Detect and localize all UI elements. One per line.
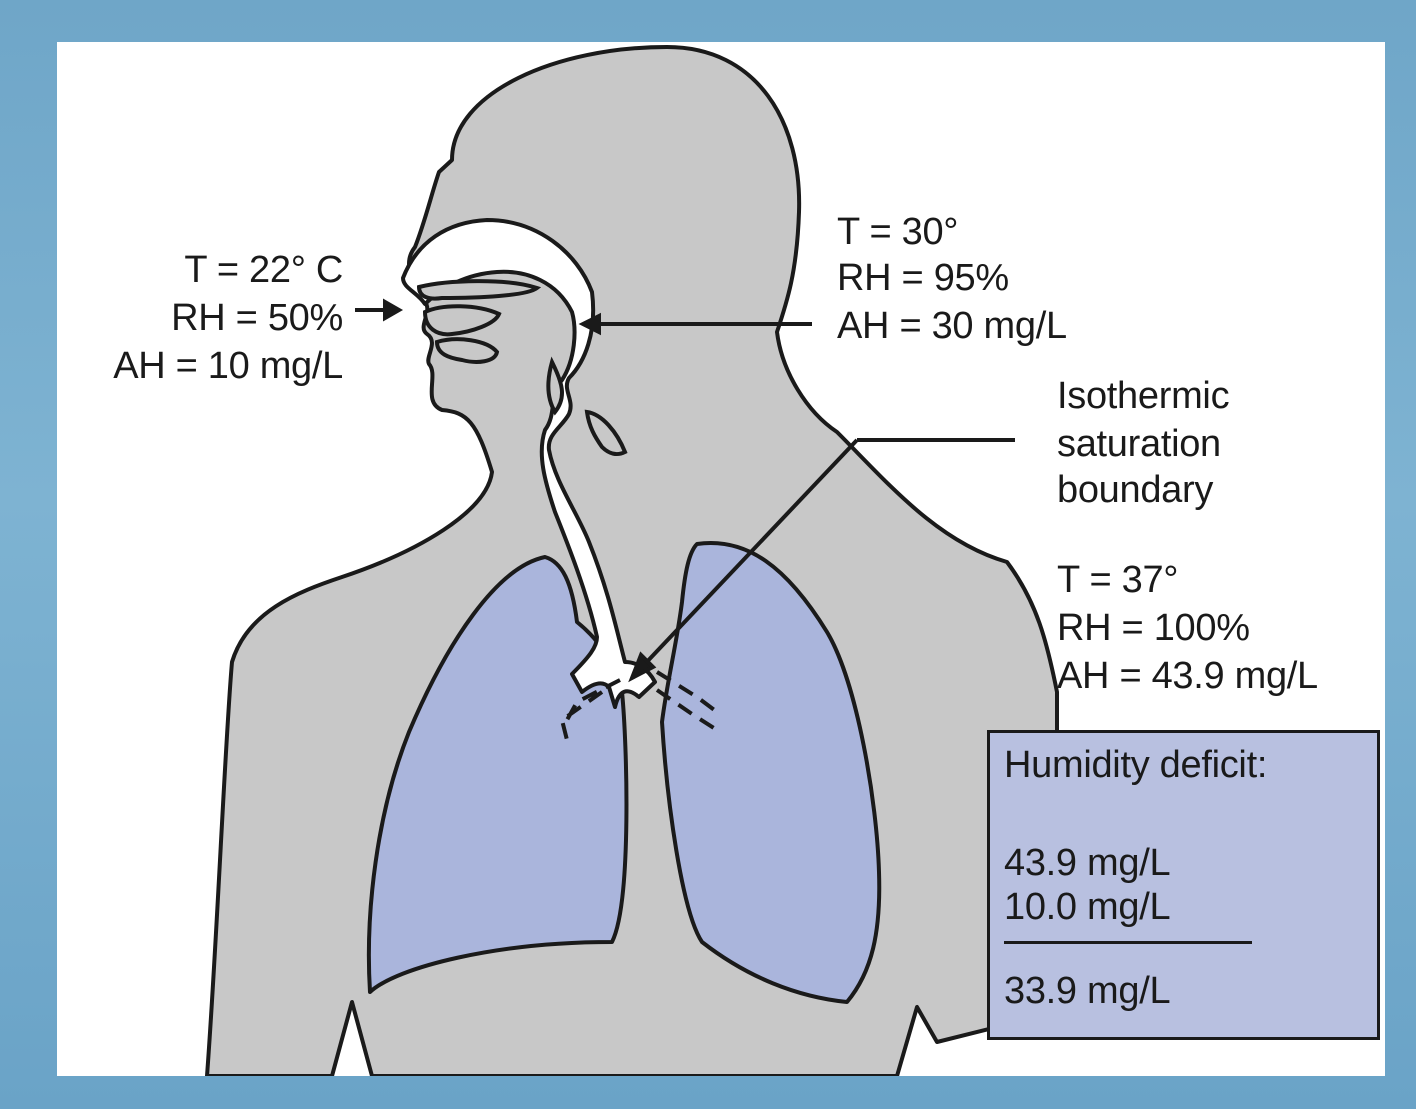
boundary-label-line1: Isothermic: [1057, 374, 1229, 418]
inhaled-ah-label: AH = 10 mg/L: [57, 344, 343, 388]
boundary-label-line3: boundary: [1057, 468, 1213, 512]
deficit-title: Humidity deficit:: [1004, 743, 1267, 787]
humidity-deficit-box: Humidity deficit: 43.9 mg/L 10.0 mg/L 33…: [987, 730, 1380, 1040]
deficit-result: 33.9 mg/L: [1004, 969, 1170, 1013]
deficit-subtraction-line: [1004, 941, 1252, 944]
arrow-inhaled: [355, 302, 399, 318]
alveolar-ah-label: AH = 43.9 mg/L: [1057, 654, 1318, 698]
alveolar-rh-label: RH = 100%: [1057, 606, 1250, 650]
deficit-value-1: 43.9 mg/L: [1004, 841, 1170, 885]
upper-airway-ah-label: AH = 30 mg/L: [837, 304, 1067, 348]
figure-panel: T = 22° C RH = 50% AH = 10 mg/L T = 30° …: [57, 42, 1385, 1076]
deficit-value-2: 10.0 mg/L: [1004, 885, 1170, 929]
boundary-label-line2: saturation: [1057, 422, 1221, 466]
inhaled-rh-label: RH = 50%: [57, 296, 343, 340]
upper-airway-temperature-label: T = 30°: [837, 210, 958, 254]
alveolar-temperature-label: T = 37°: [1057, 558, 1178, 602]
upper-airway-rh-label: RH = 95%: [837, 256, 1009, 300]
body-silhouette: [207, 47, 1057, 1076]
inhaled-temperature-label: T = 22° C: [57, 248, 343, 292]
